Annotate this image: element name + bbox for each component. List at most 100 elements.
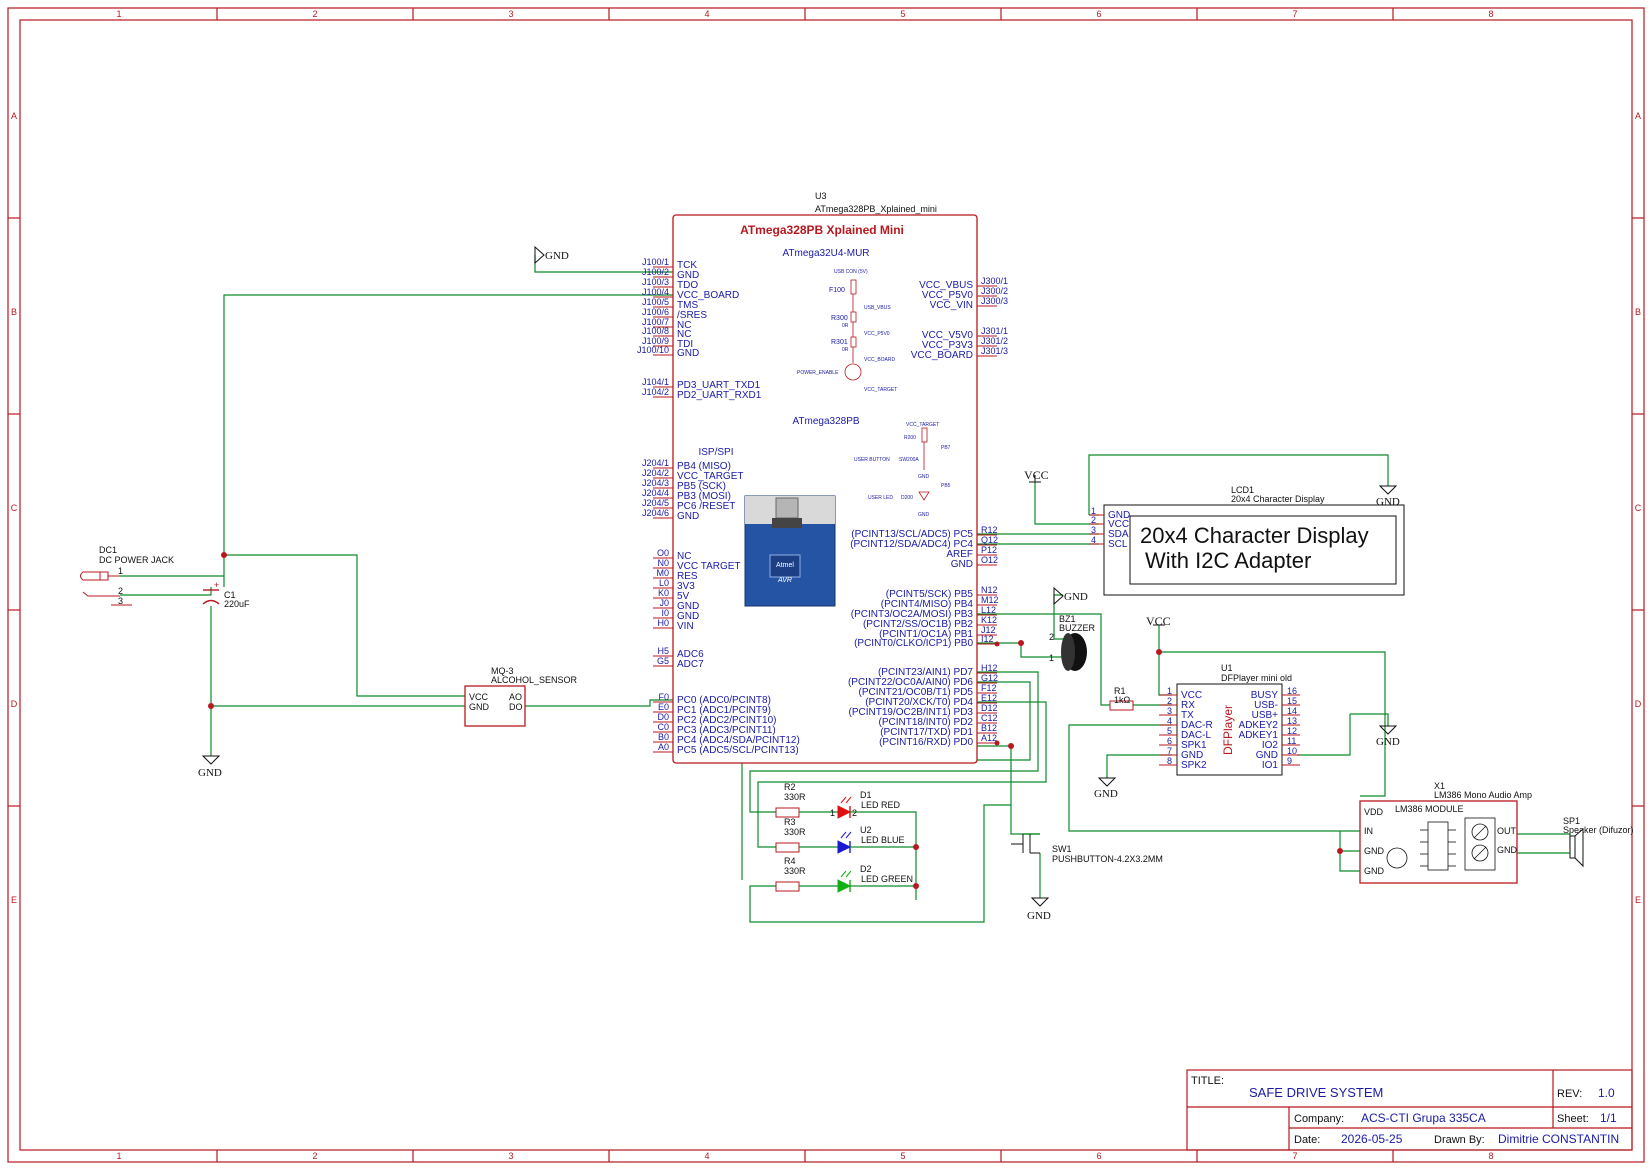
u3-pin-name: VCC_BOARD: [677, 290, 739, 301]
sw1-pushbutton[interactable]: SW1 PUSHBUTTON-4.2X3.2MM: [1011, 834, 1163, 864]
u3-pin-name: VCC_VBUS: [919, 280, 973, 291]
x1-pin-out: OUT: [1497, 826, 1517, 836]
df-pin-name: IO2: [1262, 740, 1279, 751]
u3-pin-name: VCC_V5V0: [922, 330, 974, 341]
u3-pin-num: I0: [661, 608, 669, 618]
row-label: E: [1635, 895, 1641, 905]
u3-pin-num: O12: [981, 555, 998, 565]
r1-resistor[interactable]: R1 1kΩ: [1109, 686, 1134, 711]
df-pin-num: 14: [1287, 706, 1297, 716]
col-label: 4: [704, 9, 709, 19]
lcd1-display[interactable]: LCD1 20x4 Character Display 20x4 Charact…: [1089, 485, 1405, 596]
u3-pin-num: J12: [981, 625, 996, 635]
led-resistor-ref: R3: [784, 817, 796, 827]
u3-pin-num: J204/2: [642, 468, 669, 478]
sw1-value: PUSHBUTTON-4.2X3.2MM: [1052, 854, 1163, 864]
bz1-pin2: 2: [1049, 632, 1054, 642]
sheet-label: Sheet:: [1557, 1113, 1589, 1125]
sp1-speaker[interactable]: SP1 Speaker (Difuzor): [1563, 816, 1634, 868]
u3-pin-name: ADC6: [677, 649, 704, 660]
u3-pin-num: J300/3: [981, 296, 1008, 306]
u3-value: ATmega328PB_Xplained_mini: [815, 204, 937, 214]
xplained-board-picture: Atmel AVR: [744, 495, 836, 607]
u3-pin-name: 3V3: [677, 581, 695, 592]
inner-pb5: PB5: [941, 483, 951, 489]
sw1-ref: SW1: [1052, 844, 1072, 854]
col-label: 2: [312, 9, 317, 19]
u3-pin-name: ADC7: [677, 659, 704, 670]
u3-pin-name: NC: [677, 551, 691, 562]
u3-pin-num: N12: [981, 585, 998, 595]
dc1-power-jack[interactable]: DC1 DC POWER JACK 1 2 3: [80, 545, 175, 606]
u3-pin-num: J204/3: [642, 478, 669, 488]
led-resistor: [775, 842, 800, 853]
title-block: TITLE: SAFE DRIVE SYSTEM REV: 1.0 Compan…: [1186, 1069, 1633, 1151]
bz1-buzzer[interactable]: BZ1 BUZZER 2 1: [1049, 614, 1096, 671]
df-pin-name: GND: [1181, 750, 1203, 761]
u3-pin-num: J204/6: [642, 508, 669, 518]
df-pin-num: 1: [1167, 686, 1172, 696]
lcd-pin-num: 1: [1091, 506, 1096, 516]
sp1-value: Speaker (Difuzor): [1563, 825, 1634, 835]
svg-text:GND: GND: [1027, 910, 1051, 922]
x1-lm386-module[interactable]: X1 LM386 Mono Audio Amp LM386 MODULE VDD…: [1359, 781, 1532, 884]
r1-ref: R1: [1114, 686, 1126, 696]
drawing-frame: [7, 7, 1645, 1163]
u3-pin-num: F0: [658, 692, 669, 702]
col-label: 1: [116, 1151, 121, 1161]
inner-r200: R200: [904, 435, 916, 441]
vcc-symbol-df: VCC: [1146, 614, 1171, 628]
company-value: ACS-CTI Grupa 335CA: [1361, 1111, 1486, 1125]
u3-pin-num: D12: [981, 703, 998, 713]
u3-pin-name: (PCINT1/OC1A) PB1: [879, 629, 973, 640]
u3-pin-name: VCC_BOARD: [911, 350, 973, 361]
u3-pin-num: J104/1: [642, 377, 669, 387]
col-label: 5: [900, 9, 905, 19]
gnd-symbol-switch: GND: [1027, 897, 1051, 922]
row-label: C: [1635, 503, 1642, 513]
u3-pin-name: (PCINT12/SDA/ADC4) PC4: [850, 539, 973, 550]
df-pin-name: GND: [1256, 750, 1278, 761]
u3-pin-name: PC6 /RESET: [677, 501, 735, 512]
u3-sub1: ATmega32U4-MUR: [782, 248, 869, 259]
c1-capacitor[interactable]: + C1 220uF: [202, 580, 250, 609]
led-ref: U2: [860, 825, 872, 835]
col-label: 6: [1096, 9, 1101, 19]
u3-inner-schematic: [844, 279, 930, 501]
row-label: E: [11, 895, 17, 905]
lcd-value: 20x4 Character Display: [1231, 494, 1325, 504]
svg-text:Atmel: Atmel: [776, 562, 794, 569]
u3-pin-name: RES: [677, 571, 698, 582]
df-pin-name: ADKEY1: [1239, 730, 1279, 741]
x1-pin-vdd: VDD: [1364, 807, 1384, 817]
inner-r301v: 0R: [842, 347, 849, 353]
inner-sw200a: SW200A: [899, 457, 919, 463]
lcd-text1: 20x4 Character Display: [1140, 523, 1369, 548]
x1-pin-gnd1: GND: [1364, 846, 1385, 856]
u3-xplained-mini[interactable]: U3 ATmega328PB_Xplained_mini ATmega328PB…: [637, 191, 1008, 764]
u3-pin-num: C12: [981, 713, 998, 723]
u3-pin-num: J100/8: [642, 326, 669, 336]
led-resistor: [775, 807, 800, 818]
svg-text:GND: GND: [1064, 591, 1088, 603]
df-pin-name: BUSY: [1251, 690, 1279, 701]
u3-pin-num: F12: [981, 683, 997, 693]
col-label: 6: [1096, 1151, 1101, 1161]
x1-pin-outgnd: GND: [1497, 845, 1518, 855]
led-diode: [837, 840, 852, 854]
u3-pin-name: VIN: [677, 621, 694, 632]
dc1-ref: DC1: [99, 545, 117, 555]
df-pin-name: TX: [1181, 710, 1194, 721]
dc1-value: DC POWER JACK: [99, 555, 174, 565]
u3-pin-name: (PCINT2/SS/OC1B) PB2: [863, 619, 973, 630]
mq3-alcohol-sensor[interactable]: MQ-3 ALCOHOL_SENSOR VCC GND AO DO: [464, 666, 578, 727]
u3-pin-name: NC: [677, 329, 691, 340]
df-pin-num: 11: [1287, 736, 1296, 746]
